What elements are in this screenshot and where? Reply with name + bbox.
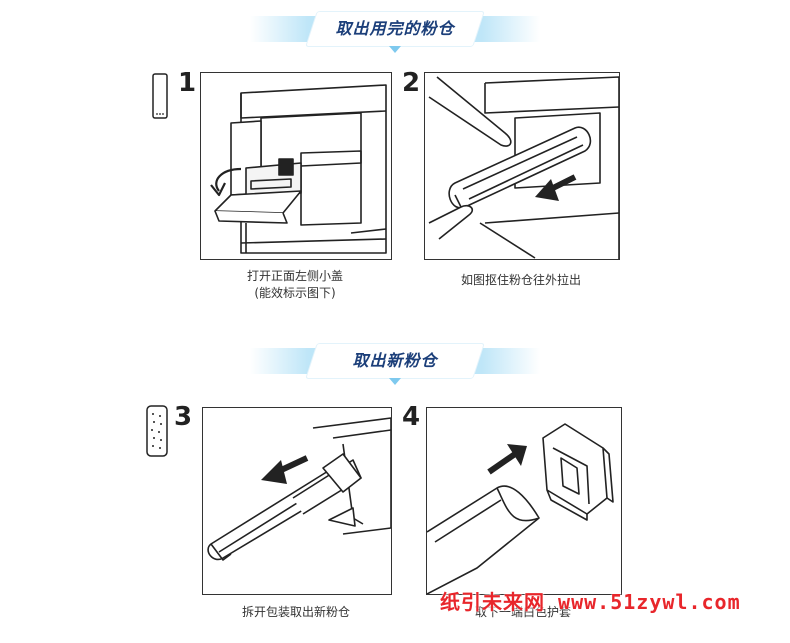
step-1-caption: 打开正面左侧小盖 (能效标示图下) (200, 268, 390, 302)
caption-line: 拆开包装取出新粉仓 (241, 605, 350, 619)
step-4-illustration (426, 407, 622, 595)
step-number-1: 1 (178, 68, 197, 98)
caption-line: 取下一端白色护套 (474, 605, 571, 619)
caption-line: 如图抠住粉仓往外拉出 (460, 273, 581, 287)
section-title: 取出用完的粉仓 (335, 19, 455, 38)
step-4-caption: 取下一端白色护套 (426, 604, 620, 621)
unpack-cartridge-drawing (207, 417, 391, 561)
section-banner-remove-used: 取出用完的粉仓 (250, 12, 540, 53)
step-2-illustration (424, 72, 620, 260)
step-number-2: 2 (402, 68, 421, 98)
banner-caret-icon (389, 46, 401, 53)
step-3-caption: 拆开包装取出新粉仓 (202, 604, 390, 621)
caption-line: 打开正面左侧小盖 (246, 269, 343, 283)
site-watermark: 纸引未来网 www.51zywl.com (440, 590, 741, 614)
section-banner-take-new: 取出新粉仓 (250, 344, 540, 385)
step-3-illustration (202, 407, 392, 595)
caption-line: (能效标示图下) (254, 286, 336, 300)
new-cartridge-icon (146, 405, 168, 457)
step-2-caption: 如图抠住粉仓往外拉出 (424, 272, 618, 289)
remove-cap-drawing (427, 423, 614, 594)
section-title: 取出新粉仓 (352, 351, 438, 370)
banner-caret-icon (389, 378, 401, 385)
pull-cartridge-drawing (428, 76, 619, 259)
copier-open-door-drawing (210, 84, 387, 254)
used-cartridge-icon (152, 73, 168, 119)
step-number-4: 4 (402, 402, 421, 432)
step-1-illustration (200, 72, 392, 260)
step-number-3: 3 (174, 402, 193, 432)
